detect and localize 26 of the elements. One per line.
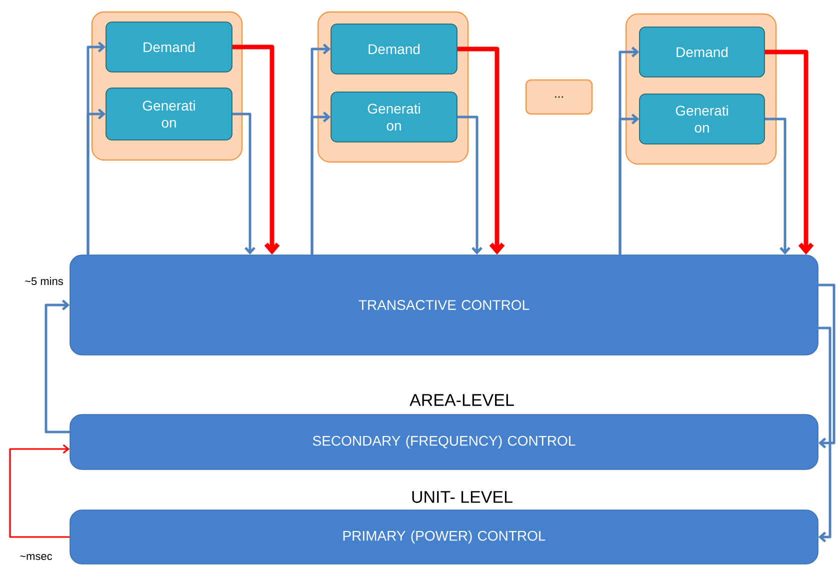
process-box: Demand <box>106 22 232 72</box>
arrow <box>618 114 640 255</box>
arrow <box>764 118 790 255</box>
process-box: Demand <box>330 24 458 74</box>
arrow <box>232 112 256 255</box>
arrow <box>232 44 280 255</box>
level-label: AREA-LEVEL <box>410 394 514 406</box>
arrow <box>86 108 106 255</box>
arrow <box>818 326 832 542</box>
process-box: Demand <box>639 26 765 78</box>
control-bar: SECONDARY (FREQUENCY) CONTROL <box>70 414 818 470</box>
arrow <box>764 50 814 255</box>
arrow <box>818 284 836 448</box>
process-box: Generati on <box>639 94 765 144</box>
arrow <box>44 300 70 434</box>
arrow <box>9 444 70 538</box>
process-box: Generati on <box>106 88 232 140</box>
control-bar: TRANSACTIVE CONTROL <box>70 254 818 356</box>
arrow <box>457 116 482 255</box>
arrow <box>457 46 505 255</box>
arrow <box>310 112 331 255</box>
time-label: ~msec <box>20 554 52 560</box>
process-box: Generati on <box>330 92 458 142</box>
level-label: UNIT- LEVEL <box>412 491 512 503</box>
ellipsis-box: ... <box>525 79 593 115</box>
control-bar: PRIMARY (POWER) CONTROL <box>70 510 818 564</box>
